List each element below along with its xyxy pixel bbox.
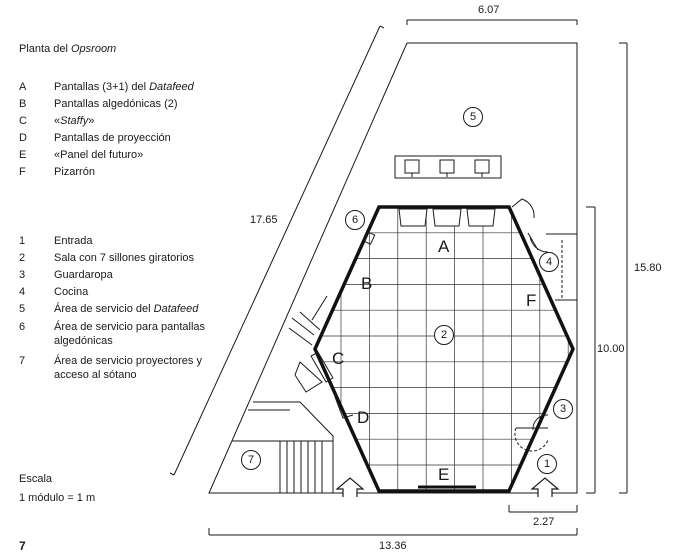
plan-number-1: 1 — [537, 454, 557, 474]
scale-value: 1 módulo = 1 m — [19, 492, 96, 504]
dim-top — [406, 19, 578, 25]
dim-bottom-small — [508, 505, 578, 513]
plan-number-7: 7 — [241, 450, 261, 470]
building-outline — [208, 42, 578, 494]
plan-number-2: 2 — [434, 325, 454, 345]
plan-label-d: D — [357, 408, 370, 427]
plan-label-b: B — [361, 274, 373, 293]
entrance-arrow-right — [530, 477, 560, 497]
dim-bottom-total — [208, 528, 578, 536]
plan-label-a: A — [438, 237, 450, 256]
plan-title: Planta del Opsroom — [19, 43, 117, 55]
legend-key: 1 — [19, 235, 26, 247]
legend-key: 7 — [19, 355, 26, 367]
plan-label-e: E — [438, 465, 450, 484]
dim-diagonal-label: 17.65 — [250, 214, 278, 226]
legend-key: 2 — [19, 252, 26, 264]
legend-text: Área de servicio del Datafeed — [54, 303, 199, 315]
dim-bottom-total-label: 13.36 — [379, 540, 407, 552]
dim-right-inner — [586, 206, 596, 494]
dim-diagonal — [169, 25, 385, 476]
legend-text: Pantallas de proyección — [54, 132, 171, 144]
legend-text: Cocina — [54, 286, 89, 298]
legend-key: D — [19, 132, 27, 144]
legend-text: Entrada — [54, 235, 93, 247]
legend-key: E — [19, 149, 27, 161]
legend-text: Pizarrón — [54, 166, 95, 178]
legend-text: Guardaropa — [54, 269, 113, 281]
legend-key: 6 — [19, 321, 26, 333]
entrance-arrow-left — [335, 477, 365, 497]
legend-text: Área de servicio para pantallas algedóni… — [54, 321, 206, 347]
plan-label-f: F — [526, 291, 537, 310]
legend-key: B — [19, 98, 27, 110]
legend-text: Área de servicio proyectores y acceso al… — [54, 355, 202, 381]
legend-text: Pantallas algedónicas (2) — [54, 98, 178, 110]
legend-key: C — [19, 115, 27, 127]
legend-key: 4 — [19, 286, 26, 298]
plan-label-c: C — [332, 349, 345, 368]
legend-key: A — [19, 81, 27, 93]
dim-right-outer — [619, 42, 628, 494]
legend-text: Pantallas (3+1) del Datafeed — [54, 81, 194, 93]
figure-number: 7 — [19, 539, 26, 553]
plan-number-6: 6 — [345, 210, 365, 230]
dim-top-label: 6.07 — [478, 4, 500, 16]
legend-text: Sala con 7 sillones giratorios — [54, 252, 195, 264]
dim-bottom-small-label: 2.27 — [533, 516, 555, 528]
legend-key: F — [19, 166, 26, 178]
legend-key: 3 — [19, 269, 26, 281]
plan-number-3: 3 — [553, 399, 573, 419]
legend-key: 5 — [19, 303, 26, 315]
plan-number-4: 4 — [539, 252, 559, 272]
legend-text: «Panel del futuro» — [54, 149, 144, 161]
datafeed-console — [394, 155, 502, 179]
opsroom-hexagon — [313, 205, 575, 493]
dim-right-outer-label: 15.80 — [634, 262, 662, 274]
scale-label: Escala — [19, 473, 53, 485]
dim-right-inner-label: 10.00 — [597, 343, 625, 355]
legend-text: «Staffy» — [54, 115, 95, 127]
plan-number-5: 5 — [463, 107, 483, 127]
